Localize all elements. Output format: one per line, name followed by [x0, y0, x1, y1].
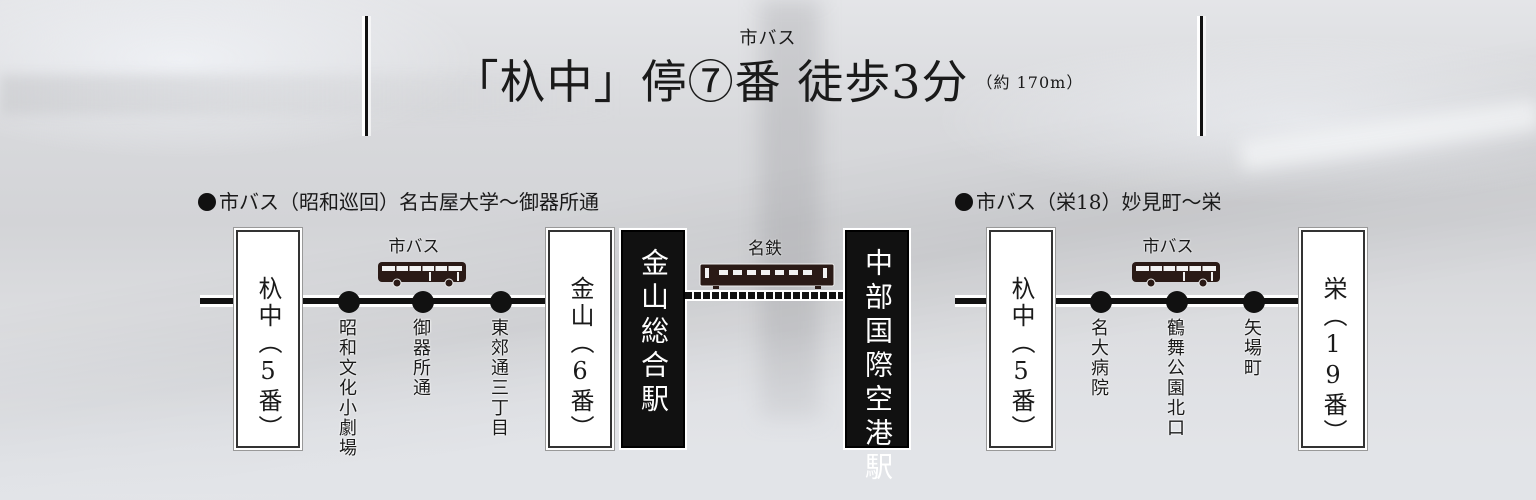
station-kanayama-sogo: 金山総合駅	[621, 230, 685, 448]
stop-label: 矢場町	[1241, 318, 1262, 378]
station-name: 中部国際空港駅	[861, 248, 894, 486]
station-name: 栄（19番）	[1319, 276, 1347, 446]
stop-dot	[1166, 291, 1188, 313]
route-1-line	[200, 298, 550, 304]
bus-icon	[1132, 262, 1220, 288]
stop-label: 昭和文化小劇場	[336, 318, 357, 458]
stop-dot	[1090, 291, 1112, 313]
route-1-title-text: 市バス（昭和巡回）名古屋大学～御器所通	[219, 190, 599, 214]
route-1-mode-label: 市バス	[388, 237, 440, 257]
header-title: 「杁中」停⑦番 徒歩3分 （約 170m）	[0, 52, 1536, 113]
header-title-text: 「杁中」停⑦番 徒歩3分	[452, 55, 969, 109]
train-icon	[699, 263, 835, 289]
stop-dot	[338, 291, 360, 313]
header-frame-left	[365, 16, 368, 136]
route-3-line	[955, 298, 1305, 304]
stop-label: 名大病院	[1088, 318, 1109, 398]
stop-label: 鶴舞公園北口	[1164, 318, 1185, 438]
bullet-icon	[955, 193, 973, 211]
route-3-title-text: 市バス（栄18）妙見町～栄	[976, 190, 1222, 214]
station-name: 杁中（5番）	[1007, 276, 1035, 442]
stop-dot	[1243, 291, 1265, 313]
header-distance-note: （約 170m）	[976, 73, 1084, 92]
station-name: 金山（6番）	[566, 276, 594, 442]
stop-label: 東郊通三丁目	[488, 318, 509, 438]
stop-dot	[412, 291, 434, 313]
station-name: 杁中（5番）	[254, 276, 282, 442]
route-3-mode-label: 市バス	[1142, 237, 1194, 257]
station-irinaka-3: 杁中（5番）	[989, 230, 1053, 448]
station-name: 金山総合駅	[637, 248, 670, 418]
stop-label: 御器所通	[410, 318, 431, 398]
route-2-dotted-line	[685, 290, 845, 301]
route-3-title: 市バス（栄18）妙見町～栄	[955, 186, 1221, 215]
route-2-mode-label: 名鉄	[748, 239, 782, 259]
bullet-icon	[198, 193, 216, 211]
header-subtitle: 市バス	[739, 28, 797, 49]
station-centrair: 中部国際空港駅	[845, 230, 909, 486]
route-1-title: 市バス（昭和巡回）名古屋大学～御器所通	[198, 186, 599, 215]
station-irinaka-1: 杁中（5番）	[236, 230, 300, 448]
bus-icon	[378, 262, 466, 288]
station-kanayama-bus: 金山（6番）	[548, 230, 612, 448]
header-frame-right	[1200, 16, 1203, 136]
station-sakae: 栄（19番）	[1301, 230, 1365, 448]
stop-dot	[490, 291, 512, 313]
